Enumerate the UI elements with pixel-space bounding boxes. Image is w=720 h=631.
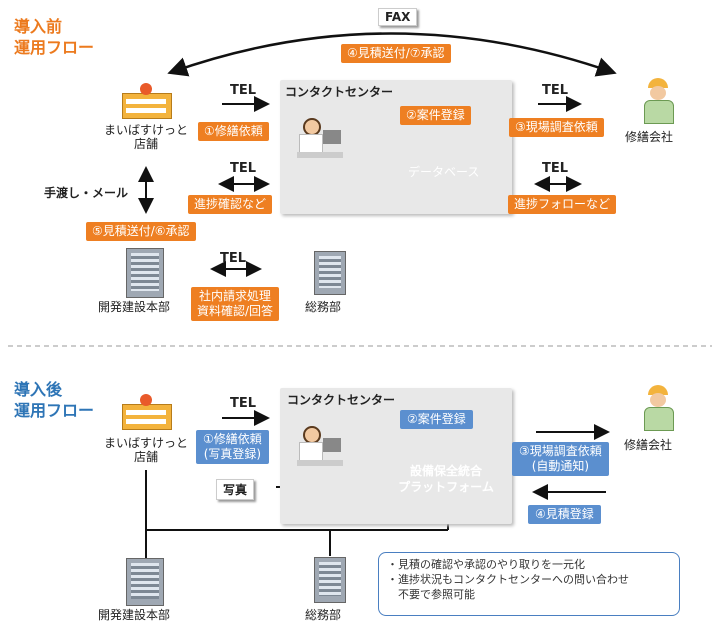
platform-label: 設備保全統合 プラットフォーム — [398, 464, 494, 494]
repair-company-label: 修繕会社 — [625, 130, 674, 144]
benefits-note: ・見積の確認や承認のやり取りを一元化 ・進捗状況もコンタクトセンターへの問い合わ… — [378, 552, 680, 616]
before-title: 導入前運用フロー — [14, 17, 95, 57]
estimate-register-box: ④見積登録 — [528, 505, 601, 524]
tel-label-3: TEL — [542, 83, 569, 98]
after-title: 導入後運用フロー — [14, 380, 95, 420]
photo-label: 写真 — [216, 479, 255, 500]
store-label: まいばすけっと 店舗 — [104, 436, 189, 464]
tel-label-2: TEL — [230, 161, 257, 176]
repair-company-label: 修繕会社 — [624, 438, 673, 452]
progress-follow-box: 進捗フォローなど — [508, 195, 617, 214]
case-register-box: ②案件登録 — [400, 106, 471, 125]
general-affairs-label: 総務部 — [305, 300, 342, 314]
estimate-approve-box: ④見積送付/⑦承認 — [341, 44, 451, 63]
general-affairs-label: 総務部 — [305, 608, 342, 622]
note-line: 不要で参照可能 — [387, 588, 475, 601]
site-survey-box: ③現場調査依頼 — [509, 118, 604, 137]
case-register-box-after: ②案件登録 — [400, 410, 473, 429]
note-line: ・見積の確認や承認のやり取りを一元化 — [387, 558, 585, 571]
worker-icon — [638, 385, 678, 431]
worker-icon — [638, 78, 678, 124]
store-icon — [122, 394, 172, 430]
tel-label-4: TEL — [542, 161, 569, 176]
repair-request-box-after: ①修繕依頼 (写真登録) — [196, 430, 269, 464]
progress-check-box: 進捗確認など — [188, 195, 273, 214]
fax-label: FAX — [378, 8, 418, 26]
database-label: データベース — [408, 165, 480, 179]
site-survey-box-after: ③現場調査依頼 (自動通知) — [512, 442, 609, 476]
dev-hq-label: 開発建設本部 — [98, 608, 171, 622]
note-line: ・進捗状況もコンタクトセンターへの問い合わせ — [387, 573, 629, 586]
store-icon — [122, 83, 172, 119]
repair-request-box: ①修繕依頼 — [198, 122, 269, 141]
operator-icon — [297, 118, 343, 162]
contact-center-title-before: コンタクトセンター — [285, 85, 394, 99]
tel-label-5: TEL — [220, 251, 247, 266]
fax-arc — [167, 32, 617, 77]
building-icon — [314, 557, 346, 603]
tel-label-1: TEL — [230, 83, 257, 98]
operator-icon — [297, 426, 343, 470]
handover-label: 手渡し・メール — [44, 184, 129, 201]
tel-label-after: TEL — [230, 396, 257, 411]
store-label: まいばすけっと 店舗 — [104, 123, 189, 151]
estimate-approve2-box: ⑤見積送付/⑥承認 — [86, 222, 196, 241]
building-icon — [126, 558, 164, 606]
dev-hq-label: 開発建設本部 — [98, 300, 171, 314]
building-icon — [126, 248, 164, 298]
contact-center-title-after: コンタクトセンター — [287, 393, 396, 407]
internal-process-box: 社内請求処理 資料確認/回答 — [191, 287, 280, 321]
building-icon — [314, 251, 346, 295]
